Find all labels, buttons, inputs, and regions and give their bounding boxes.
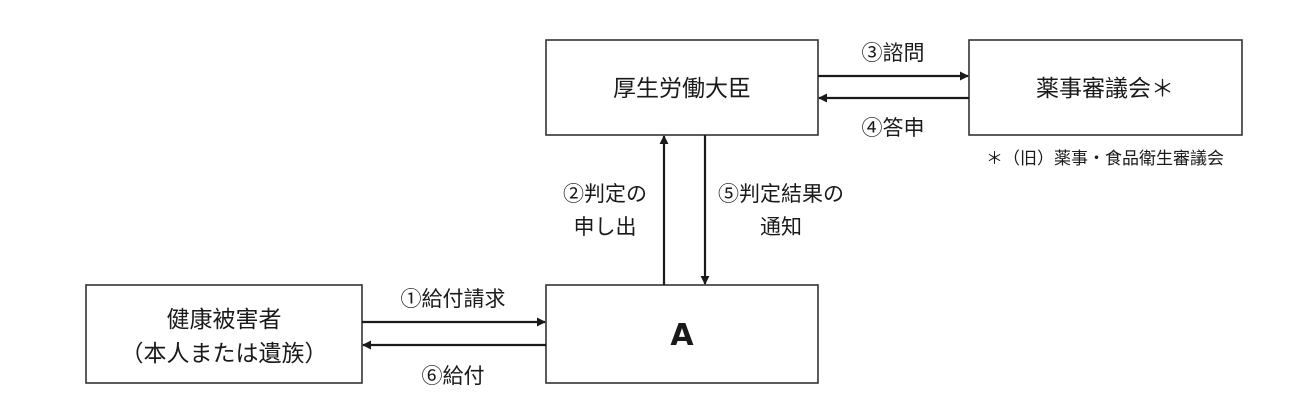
- notify-label-line1: ⑤判定結果の: [718, 182, 844, 206]
- victim-label-line1: 健康被害者: [167, 307, 282, 333]
- a-box: [545, 284, 819, 384]
- payment-label: ⑥給付: [422, 364, 485, 388]
- council-footnote: ＊（旧）薬事・食品衛生審議会: [986, 149, 1224, 169]
- request-label-line2: 申し出: [574, 215, 637, 239]
- notify-label-line2: 通知: [760, 215, 802, 239]
- report-label: ④答申: [862, 116, 925, 140]
- minister-box: [545, 39, 819, 136]
- victim-box: [85, 284, 363, 384]
- victim-label-line2: （本人または遺族）: [121, 341, 328, 367]
- council-box: [968, 39, 1243, 136]
- a-label: A: [670, 318, 694, 353]
- council-label: 薬事審議会＊: [1036, 76, 1174, 102]
- inquiry-label: ③諮問: [862, 41, 925, 65]
- claim-label: ①給付請求: [401, 287, 506, 311]
- minister-label: 厚生労働大臣: [613, 76, 751, 102]
- request-label-line1: ②判定の: [563, 182, 647, 206]
